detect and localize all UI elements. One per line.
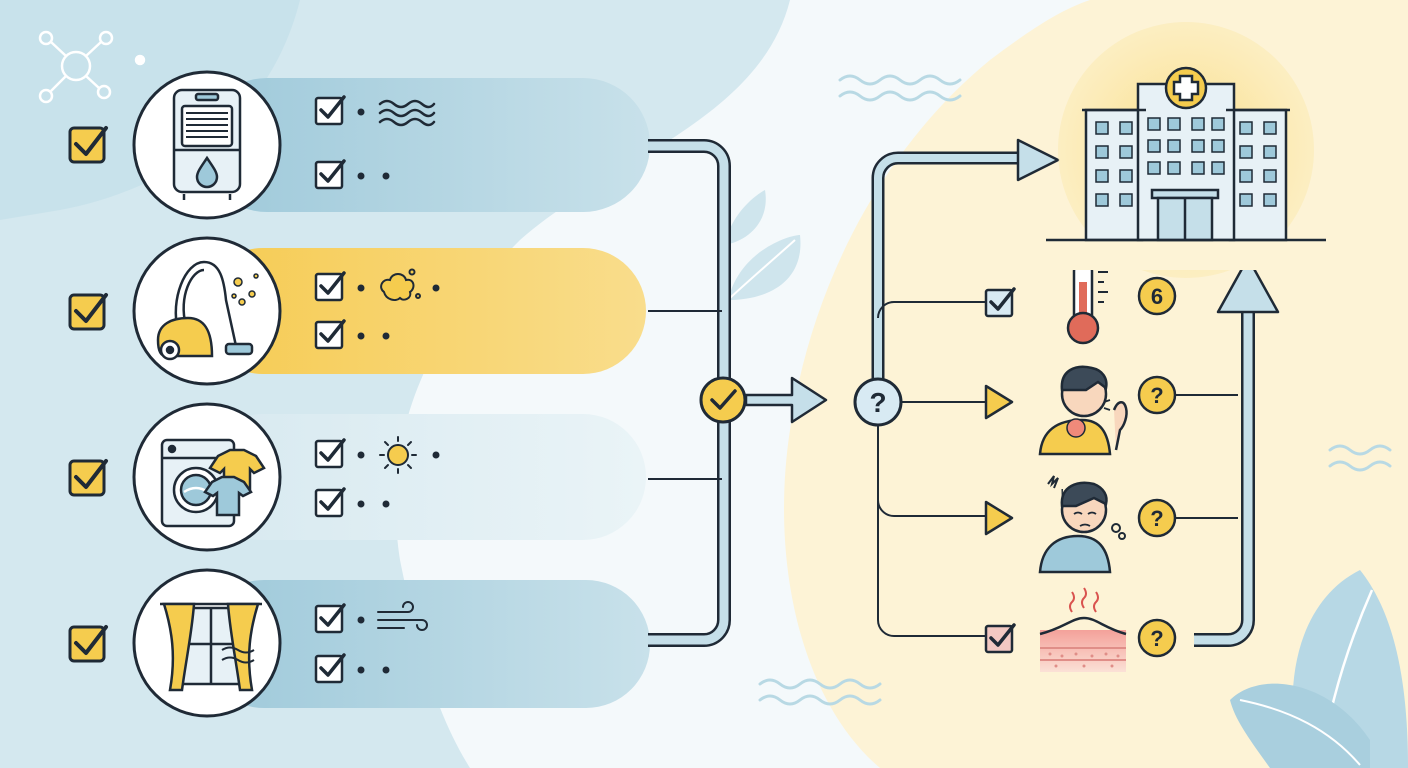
escalation-arrow-up [1194, 256, 1280, 647]
headache-person-icon: ! [1038, 475, 1126, 574]
check-item-dehumidifier-1[interactable] [314, 95, 365, 126]
wave-decoration-right [1328, 444, 1392, 472]
decision-node-label: ? [869, 387, 886, 418]
check-item-laundry-2[interactable] [314, 487, 390, 518]
wave-decoration-bottom [758, 678, 882, 706]
badge-rash [1137, 618, 1177, 658]
leaf-icon-corner [1230, 570, 1408, 768]
badge-headache [1137, 498, 1177, 538]
panel-vacuum [200, 248, 646, 374]
branch-arrow-throat [984, 384, 1014, 420]
branch-arrow-top [1016, 138, 1060, 182]
symptom-badge-labels: 6 ? ? ? [1150, 284, 1163, 651]
dust-particles-icon [231, 273, 259, 306]
coughing-person-icon [1038, 365, 1128, 456]
symptom-checkbox-fever[interactable] [984, 287, 1016, 318]
water-waves-icon [378, 99, 436, 127]
check-item-ventilation-2[interactable] [314, 653, 390, 684]
badge-headache-label: ? [1150, 506, 1163, 531]
symptom-badges [1137, 276, 1177, 658]
sun-icon [379, 436, 417, 474]
panel-laundry [200, 414, 646, 540]
check-item-laundry-1[interactable] [314, 438, 440, 469]
step-checkbox-ventilation[interactable] [68, 625, 108, 663]
flow-arrow-right [744, 376, 828, 424]
sneeze-puff-icon [1111, 523, 1126, 540]
badge-throat [1137, 375, 1177, 415]
leaf-icon-mid [725, 190, 801, 300]
check-item-dehumidifier-2[interactable] [314, 159, 390, 190]
escalation-connectors [1176, 394, 1238, 519]
step-checkboxes[interactable] [68, 126, 108, 663]
decision-node: ? [853, 377, 903, 427]
step-checkbox-vacuum[interactable] [68, 293, 108, 331]
badge-rash-label: ? [1150, 626, 1163, 651]
branch-arrow-headache [984, 500, 1014, 536]
check-item-vacuum-1[interactable] [314, 271, 440, 302]
molecule-icon [38, 30, 146, 104]
open-window-icon [160, 602, 262, 692]
collector-checkmark [699, 376, 747, 424]
wave-decoration-top [838, 74, 962, 102]
skin-irritation-icon [1039, 587, 1127, 672]
dehumidifier-icon [172, 88, 242, 200]
thermometer-icon [1066, 260, 1108, 345]
badge-fever [1137, 276, 1177, 316]
wind-icon [377, 601, 428, 631]
check-item-ventilation-1[interactable] [314, 603, 365, 634]
hospital-icon [1020, 22, 1350, 278]
symptom-checkbox-rash[interactable] [984, 623, 1016, 654]
panel-check-items[interactable] [314, 95, 440, 684]
decision-branches [871, 138, 1060, 637]
vacuum-cleaner-icon [156, 260, 259, 361]
panel-dehumidifier [200, 78, 650, 212]
step-checkbox-laundry[interactable] [68, 459, 108, 497]
blue-shirt-icon [203, 475, 253, 517]
yellow-shirt-icon [208, 448, 266, 493]
prevention-panels [200, 78, 650, 708]
panel-ventilation [200, 580, 650, 708]
dust-icon [380, 268, 421, 301]
check-item-vacuum-2[interactable] [314, 319, 390, 350]
step-checkbox-dehumidifier[interactable] [68, 126, 108, 164]
pain-spark-icon [1047, 475, 1059, 489]
badge-throat-label: ? [1150, 383, 1163, 408]
svg-text:!: ! [1060, 487, 1064, 504]
badge-fever-label: 6 [1151, 284, 1163, 309]
washing-machine-icon [160, 438, 266, 528]
